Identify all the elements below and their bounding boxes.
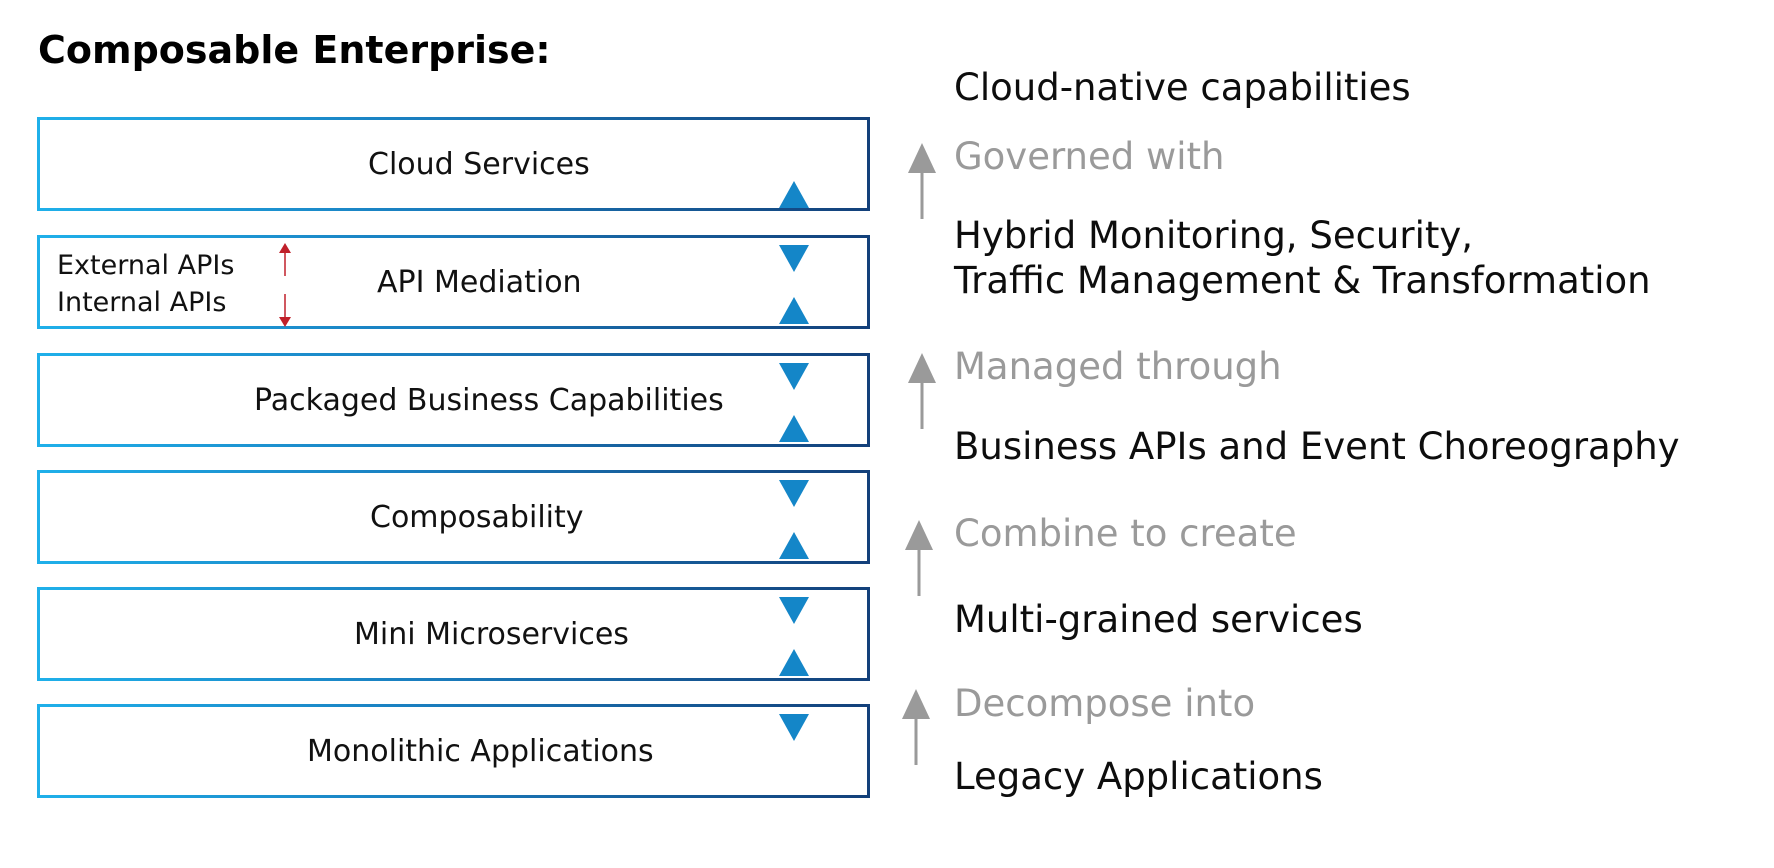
gray-arrow-up-icon [908, 143, 936, 219]
triangle-down-icon [779, 480, 809, 507]
layer-packaged-business-capabilities: Packaged Business Capabilities [37, 353, 870, 447]
layer-api-mediation: External APIs Internal APIs API Mediatio… [37, 235, 870, 329]
rel-managed-through: Managed through [954, 345, 1282, 388]
layer-cloud-services: Cloud Services [37, 117, 870, 211]
triangle-down-icon [779, 714, 809, 741]
triangle-up-icon [779, 415, 809, 442]
diagram-title: Composable Enterprise: [38, 28, 551, 72]
cap-business-apis: Business APIs and Event Choreography [954, 425, 1680, 468]
cap-hybrid-line1: Hybrid Monitoring, Security, [954, 214, 1474, 257]
cap-legacy-applications: Legacy Applications [954, 755, 1323, 798]
gray-arrow-up-icon [905, 520, 933, 596]
triangle-down-icon [779, 245, 809, 272]
rel-combine-to-create: Combine to create [954, 512, 1297, 555]
cap-multi-grained: Multi-grained services [954, 598, 1363, 641]
layer-label: Cloud Services [368, 146, 590, 182]
triangle-up-icon [779, 649, 809, 676]
internal-apis-label: Internal APIs [57, 287, 227, 318]
layer-label: Composability [370, 499, 584, 535]
layer-label: Monolithic Applications [307, 733, 654, 769]
layer-label: Mini Microservices [354, 616, 629, 652]
layer-mini-microservices: Mini Microservices [37, 587, 870, 681]
layer-label: API Mediation [377, 264, 582, 300]
cap-cloud-native: Cloud-native capabilities [954, 66, 1411, 109]
triangle-up-icon [779, 181, 809, 208]
layer-composability: Composability [37, 470, 870, 564]
layer-monolithic-applications: Monolithic Applications [37, 704, 870, 798]
gray-arrow-up-icon [908, 353, 936, 429]
triangle-up-icon [779, 297, 809, 324]
triangle-up-icon [779, 532, 809, 559]
rel-decompose-into: Decompose into [954, 682, 1256, 725]
layer-label: Packaged Business Capabilities [254, 382, 724, 418]
triangle-down-icon [779, 363, 809, 390]
arrow-down-icon [279, 294, 291, 327]
rel-governed-with: Governed with [954, 135, 1225, 178]
gray-arrow-up-icon [902, 689, 930, 765]
arrow-up-icon [279, 243, 291, 276]
cap-hybrid-line2: Traffic Management & Transformation [954, 259, 1651, 302]
external-apis-label: External APIs [57, 250, 235, 281]
triangle-down-icon [779, 597, 809, 624]
